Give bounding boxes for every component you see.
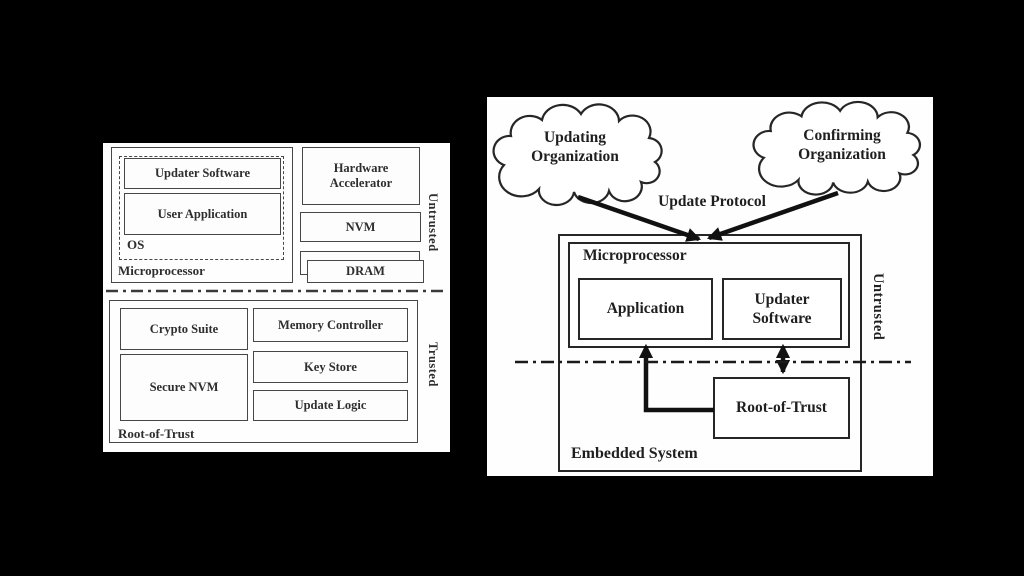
os-label: OS xyxy=(127,237,145,252)
os-box xyxy=(119,156,284,260)
crypto-suite-box: Crypto Suite xyxy=(120,308,248,350)
right-update-flow-figure: Updating Organization Confirming Organiz… xyxy=(487,97,933,476)
memory-controller-box: Memory Controller xyxy=(253,308,408,342)
application-box: Application xyxy=(578,278,713,340)
update-protocol-label: Update Protocol xyxy=(658,193,766,210)
updater-software-box: Updater Software xyxy=(124,158,281,189)
embedded-system-label: Embedded System xyxy=(571,445,698,462)
root-of-trust-box xyxy=(109,300,418,443)
updater-software-box: Updater Software xyxy=(722,278,842,340)
updating-cloud-line1: Updating xyxy=(543,129,607,146)
microprocessor-box xyxy=(111,147,293,283)
microprocessor-label: Microprocessor xyxy=(118,263,205,278)
nvm-box: NVM xyxy=(300,212,421,242)
dram-box: DRAM xyxy=(307,260,424,283)
root-of-trust-box: Root-of-Trust xyxy=(713,377,850,439)
updating-organization-cloud: Updating Organization xyxy=(505,128,645,166)
secure-nvm-box: Secure NVM xyxy=(120,354,248,421)
trusted-zone-label: Trusted xyxy=(426,342,440,387)
microprocessor-label: Microprocessor xyxy=(583,247,687,264)
update-logic-box: Update Logic xyxy=(253,390,408,421)
untrusted-zone-label: Untrusted xyxy=(870,273,886,341)
key-store-box: Key Store xyxy=(253,351,408,383)
untrusted-zone-label: Untrusted xyxy=(426,193,440,252)
confirming-cloud-line1: Confirming xyxy=(803,127,881,144)
confirming-cloud-line2: Organization xyxy=(798,146,886,163)
root-of-trust-label: Root-of-Trust xyxy=(118,426,195,441)
hardware-accelerator-box: Hardware Accelerator xyxy=(302,147,420,205)
user-application-box: User Application xyxy=(124,193,281,235)
updating-cloud-line2: Organization xyxy=(531,148,619,165)
confirming-organization-cloud: Confirming Organization xyxy=(767,126,917,164)
left-architecture-figure: Updater Software User Application OS Mic… xyxy=(103,143,450,452)
